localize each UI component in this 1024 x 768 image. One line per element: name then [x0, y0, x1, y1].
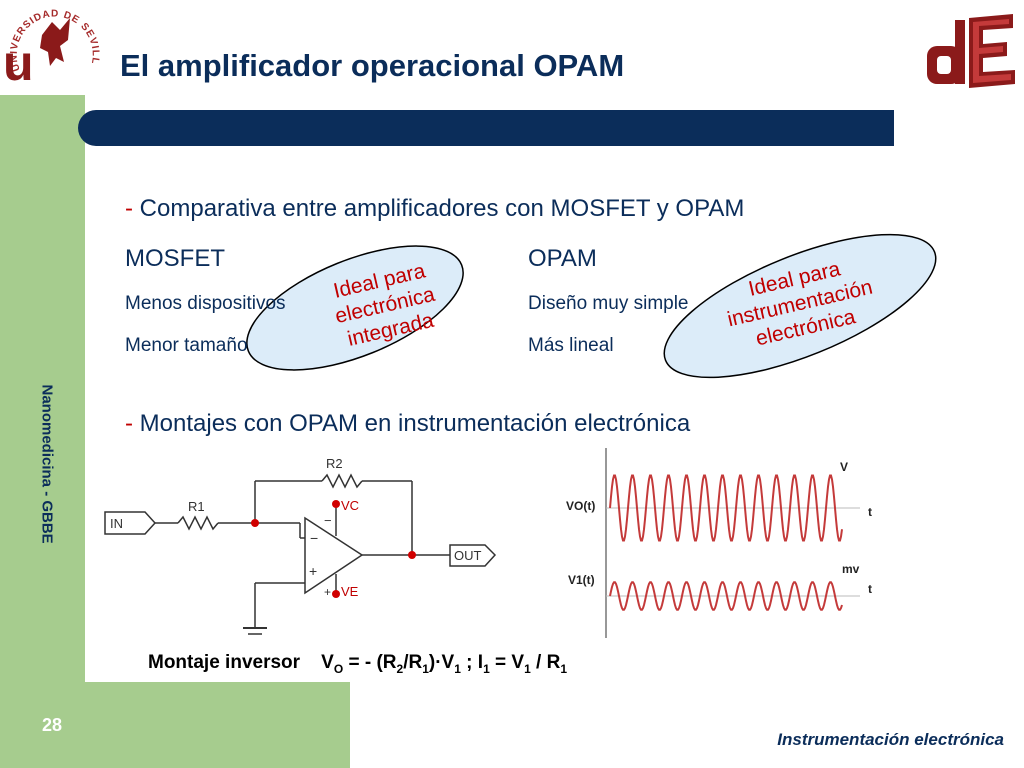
formula-eq1: = - (R	[343, 652, 397, 673]
bullet-comparison: - Comparativa entre amplificadores con M…	[125, 195, 744, 223]
opam-item-2: Más lineal	[528, 335, 614, 356]
footer-background	[0, 682, 350, 768]
waveform-plot: VO(t) V1(t) V mv t t	[566, 448, 872, 638]
formula-sub-1: 1	[422, 661, 429, 676]
university-seal-logo: UNIVERSIDAD DE SEVILLA u	[0, 0, 100, 91]
ve-label: VE	[341, 584, 359, 599]
formula-sub-1d: 1	[524, 661, 531, 676]
bullet-dash-2: -	[125, 410, 133, 437]
formula-sub-1e: 1	[560, 661, 568, 676]
mosfet-item-1: Menos dispositivos	[125, 293, 286, 314]
vc-label: VC	[341, 498, 359, 513]
formula-div: / R	[530, 652, 561, 673]
vo-label: VO(t)	[566, 499, 595, 513]
formula-slash: /R	[403, 652, 423, 673]
op-amp-triangle	[304, 516, 364, 595]
v1-label: V1(t)	[568, 573, 595, 587]
inverting-amplifier-circuit: IN OUT R1 R2 VC VE − + − +	[104, 456, 497, 635]
out-label: OUT	[454, 548, 482, 563]
r2-label: R2	[326, 456, 343, 471]
node-input	[251, 519, 259, 527]
bullet-montajes: - Montajes con OPAM en instrumentación e…	[125, 410, 690, 438]
v1-wave	[609, 581, 843, 611]
vo-wave	[609, 474, 843, 542]
bullet-dash: -	[125, 195, 133, 222]
op-amp-plus: +	[309, 563, 317, 579]
sidebar-vertical-label: Nanomedicina - GBBE	[39, 385, 56, 544]
mv-unit-label: mv	[842, 562, 860, 576]
page-title: El amplificador operacional OPAM	[120, 48, 625, 83]
title-bar	[78, 110, 894, 146]
opam-item-1: Diseño muy simple	[528, 293, 689, 314]
ve-plus: +	[324, 585, 331, 599]
formula-sub-1c: 1	[483, 661, 490, 676]
logo-letters: u	[3, 35, 34, 91]
formula-sub-1b: 1	[454, 661, 461, 676]
formula-tail1: )·V	[428, 652, 455, 673]
t-label-top: t	[868, 505, 872, 519]
mosfet-heading: MOSFET	[125, 245, 225, 272]
formula-inverting: Montaje inversor VO = - (R2/R1)·V1 ; I1 …	[148, 652, 567, 676]
r1-resistor	[177, 515, 219, 531]
node-ve	[332, 590, 340, 598]
in-terminal-shape	[104, 511, 157, 535]
node-output	[408, 551, 416, 559]
t-label-bottom: t	[868, 582, 872, 596]
department-logo	[927, 14, 1015, 88]
bullet-montajes-text: Montajes con OPAM en instrumentación ele…	[139, 410, 691, 437]
sidebar-background	[0, 95, 85, 768]
bullet-comparison-text: Comparativa entre amplificadores con MOS…	[139, 195, 745, 222]
ellipse-left	[246, 245, 464, 371]
logo-figure	[40, 18, 70, 66]
formula-sub-o: O	[333, 661, 344, 676]
r1-label: R1	[188, 499, 205, 514]
formula-sub-2: 2	[396, 661, 404, 676]
page-number: 28	[42, 715, 63, 735]
v-unit-label: V	[840, 460, 848, 474]
formula-v: V	[321, 652, 334, 673]
formula-montaje: Montaje inversor	[148, 652, 301, 673]
formula-sep: ; I	[460, 652, 484, 673]
in-label: IN	[110, 516, 123, 531]
formula-eq2: = V	[489, 652, 525, 673]
vc-minus: −	[324, 513, 332, 528]
node-vc	[332, 500, 340, 508]
footer-subject: Instrumentación electrónica	[777, 730, 1004, 749]
op-amp-minus: −	[310, 530, 318, 546]
ellipse-right	[663, 233, 937, 379]
out-terminal-shape	[449, 544, 497, 567]
opam-heading: OPAM	[528, 245, 597, 272]
mosfet-item-2: Menor tamaño	[125, 335, 248, 356]
content-panel	[85, 95, 1024, 682]
r2-resistor	[321, 473, 363, 489]
